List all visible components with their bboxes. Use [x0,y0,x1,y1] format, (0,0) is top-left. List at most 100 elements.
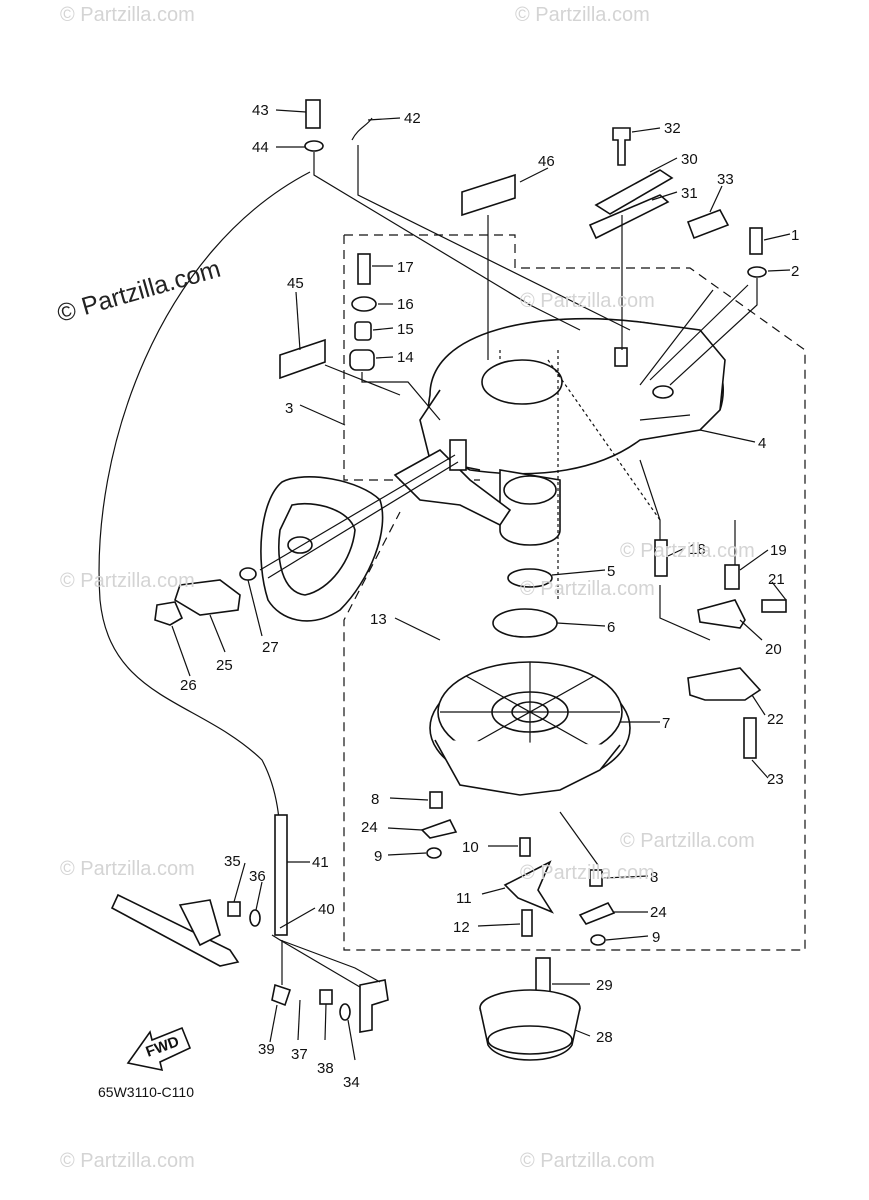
callout-38: 38 [317,1060,334,1077]
fwd-arrow: FWD [126,1026,192,1072]
callout-4: 4 [758,435,766,452]
callout-27: 27 [262,639,279,656]
callout-30: 30 [681,151,698,168]
part-37-screw [319,989,333,1005]
watermark: © Partzilla.com [60,1150,195,1172]
part-16-washer [351,296,377,312]
callout-40: 40 [318,901,335,918]
callout-31: 31 [681,185,698,202]
watermark: © Partzilla.com [515,4,650,26]
callout-33: 33 [717,171,734,188]
callout-41: 41 [312,854,329,871]
cable-41 [98,171,311,861]
part-14-collar [349,349,375,371]
callout-32: 32 [664,120,681,137]
callout-12: 12 [453,919,470,936]
callout-43: 43 [252,102,269,119]
callout-13: 13 [370,611,387,628]
callout-8a: 8 [371,791,379,808]
callout-37: 37 [291,1046,308,1063]
part-6-spring [492,608,558,638]
watermark: © Partzilla.com [60,570,195,592]
callout-14: 14 [397,349,414,366]
part-33-clip [686,209,730,240]
starter-rope-2 [267,461,459,579]
part-10-spring [519,837,531,857]
callout-6: 6 [607,619,615,636]
part-18-pin [654,539,668,577]
watermark: © Partzilla.com [520,290,655,312]
part-20-lever [697,599,746,629]
callout-28: 28 [596,1029,613,1046]
callout-34: 34 [343,1074,360,1091]
callout-11: 11 [456,890,472,907]
part-21-spring [761,599,787,613]
diagram-code: 65W3110-C110 [98,1084,194,1100]
callout-39: 39 [258,1041,275,1058]
callout-20: 20 [765,641,782,658]
part-36-washer [249,909,261,927]
part-30-plate [594,169,674,215]
part-43-bolt [305,99,321,129]
part-22-bracket [687,667,762,701]
part-1-bolt [749,227,763,255]
part-40-link-rod [271,934,366,991]
part-7-drum-pulley [429,661,631,796]
part-34-bracket [359,979,389,1033]
part-12-bolt [521,909,533,937]
throttle-shaft [110,893,240,967]
housing-bracket [393,449,512,527]
callout-3: 3 [285,400,293,417]
callout-2: 2 [791,263,799,280]
starter-rope [259,454,456,571]
watermark: © Partzilla.com [60,858,195,880]
callout-16: 16 [397,296,414,313]
watermark: © Partzilla.com [520,1150,655,1172]
part-19-spring [724,564,740,590]
part-38-washer [339,1003,351,1021]
part-11-plate [503,860,555,914]
callout-44: 44 [252,139,269,156]
part-42-clip [351,117,373,141]
callout-36: 36 [249,868,266,885]
part-25-starter-handle [174,579,241,616]
watermark: © Partzilla.com [520,578,655,600]
callout-9a: 9 [374,848,382,865]
part-28-ratchet-cup [479,989,581,1061]
guide-bushing [449,439,467,471]
leader-lines [171,109,791,1061]
watermark: © Partzilla.com [520,862,655,884]
part-3-cover [260,476,384,622]
callout-17: 17 [397,259,414,276]
watermark: © Partzilla.com [620,830,755,852]
part-46-label [461,173,516,217]
part-17-bolt [357,253,371,285]
hidden-line-b [547,359,661,521]
part-45-label [279,338,326,380]
part-31-plate [588,194,670,240]
part-4-starter-housing [419,317,726,546]
part-27-rope-end [239,567,257,581]
part-24-pawl-a [420,819,458,839]
part-9-clip-a [426,847,442,859]
watermark: © Partzilla.com [60,4,195,26]
callout-45: 45 [287,275,304,292]
callout-9b: 9 [652,929,660,946]
callout-18: 18 [689,541,706,558]
part-35-screw [227,901,241,917]
callout-22: 22 [767,711,784,728]
part-39-clip [271,983,292,1007]
part-26-cap [154,601,184,626]
assembly-guides [279,145,758,985]
callout-24a: 24 [361,819,378,836]
throttle-arm [178,899,221,947]
callout-26: 26 [180,677,197,694]
callout-35: 35 [224,853,241,870]
callout-42: 42 [404,110,421,127]
callout-21: 21 [768,571,785,588]
part-24-pawl-b [578,901,616,925]
callout-7: 7 [662,715,670,732]
callout-labels: 1 2 3 4 5 6 7 8 8 9 9 10 11 12 13 14 15 … [180,102,799,1091]
part-44-washer [304,140,324,152]
callout-23: 23 [767,771,784,788]
